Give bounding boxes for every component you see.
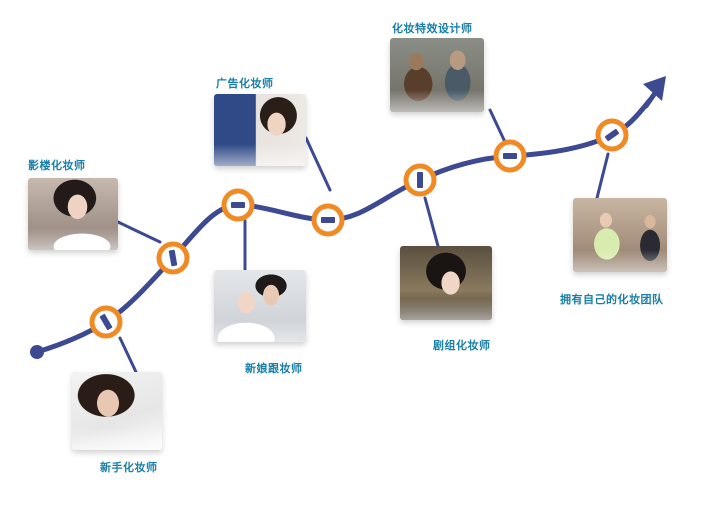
photo-drama	[400, 246, 492, 320]
node-drama	[406, 166, 434, 194]
connector-own-team	[597, 154, 608, 198]
label-film: 影楼化妆师	[28, 157, 86, 173]
node-bridal	[224, 191, 252, 219]
label-novice: 新手化妆师	[100, 459, 158, 475]
label-bridal: 新娘跟妆师	[245, 360, 303, 376]
photo-film	[28, 178, 118, 250]
connector-film	[118, 222, 160, 242]
photo-bridal	[214, 270, 306, 342]
node-own-team	[598, 121, 626, 149]
node-film	[159, 244, 187, 272]
photo-own-team	[573, 198, 667, 272]
photo-novice	[72, 372, 162, 450]
label-own-team: 拥有自己的化妆团队	[560, 291, 664, 307]
photo-advertising	[214, 94, 306, 166]
label-effects: 化妆特效设计师	[392, 20, 473, 36]
node-advertising	[314, 206, 342, 234]
connector-novice	[120, 338, 136, 372]
connector-drama	[425, 198, 438, 246]
start-dot	[30, 345, 44, 359]
node-effects	[496, 142, 524, 170]
connector-advertising	[306, 138, 330, 190]
node-novice	[92, 308, 120, 336]
label-advertising: 广告化妆师	[216, 75, 274, 91]
label-drama: 剧组化妆师	[433, 337, 491, 353]
photo-effects	[390, 38, 484, 112]
connector-effects	[490, 110, 505, 142]
